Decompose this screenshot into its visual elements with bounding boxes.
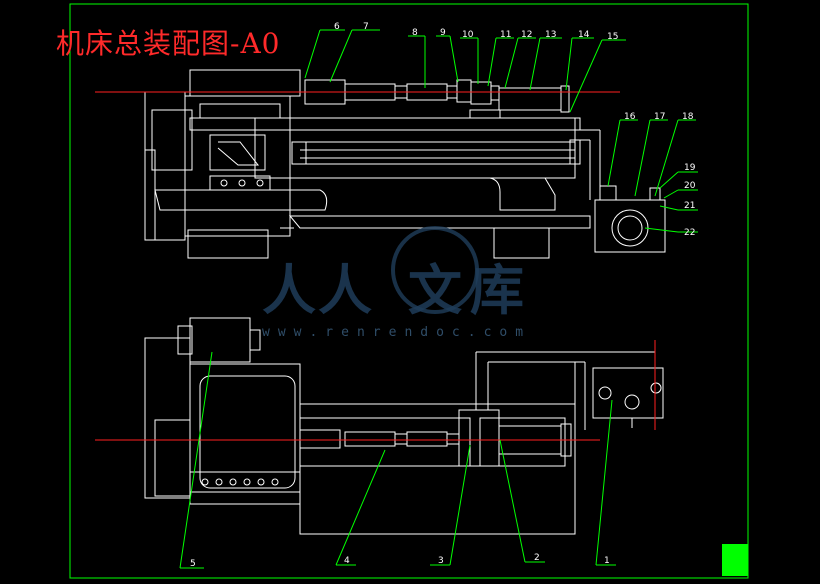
callout-2: 2: [534, 553, 540, 563]
callout-13: 13: [545, 30, 556, 40]
callout-4: 4: [344, 556, 350, 566]
callout-14: 14: [578, 30, 590, 40]
callout-18: 18: [682, 112, 694, 122]
callout-7: 7: [363, 22, 369, 32]
drawing-frame: [69, 3, 749, 579]
callout-numbers-bottom: 5 4 3 2 1: [190, 553, 610, 569]
callout-1: 1: [604, 556, 610, 566]
bottom-view: [144, 317, 664, 535]
watermark-char-2: 人: [318, 258, 372, 322]
callout-8: 8: [412, 28, 418, 38]
callout-11: 11: [500, 30, 511, 40]
callout-16: 16: [624, 112, 636, 122]
watermark-char-3: 文: [408, 258, 462, 322]
callout-17: 17: [654, 112, 665, 122]
title-block: [722, 544, 748, 576]
callout-19: 19: [684, 163, 696, 173]
watermark-url: www.renrendoc.com: [262, 325, 532, 340]
callout-15: 15: [607, 32, 618, 42]
callout-12: 12: [521, 30, 532, 40]
callout-numbers-top: 6 7 8 9 10 11 12 13 14 15 16 17 18 19 20…: [334, 22, 696, 238]
callout-10: 10: [462, 30, 474, 40]
callout-20: 20: [684, 181, 696, 191]
watermark-char-1: 人: [262, 258, 316, 322]
callout-9: 9: [440, 28, 446, 38]
callout-5: 5: [190, 559, 196, 569]
top-view: [144, 69, 666, 259]
watermark-char-4: 库: [470, 258, 524, 322]
callout-22: 22: [684, 228, 695, 238]
watermark-ring: [391, 226, 479, 314]
callout-3: 3: [438, 556, 444, 566]
drawing-title: 机床总装配图-A0: [56, 27, 281, 60]
callout-6: 6: [334, 22, 340, 32]
callout-21: 21: [684, 201, 695, 211]
leader-lines: [179, 29, 698, 569]
